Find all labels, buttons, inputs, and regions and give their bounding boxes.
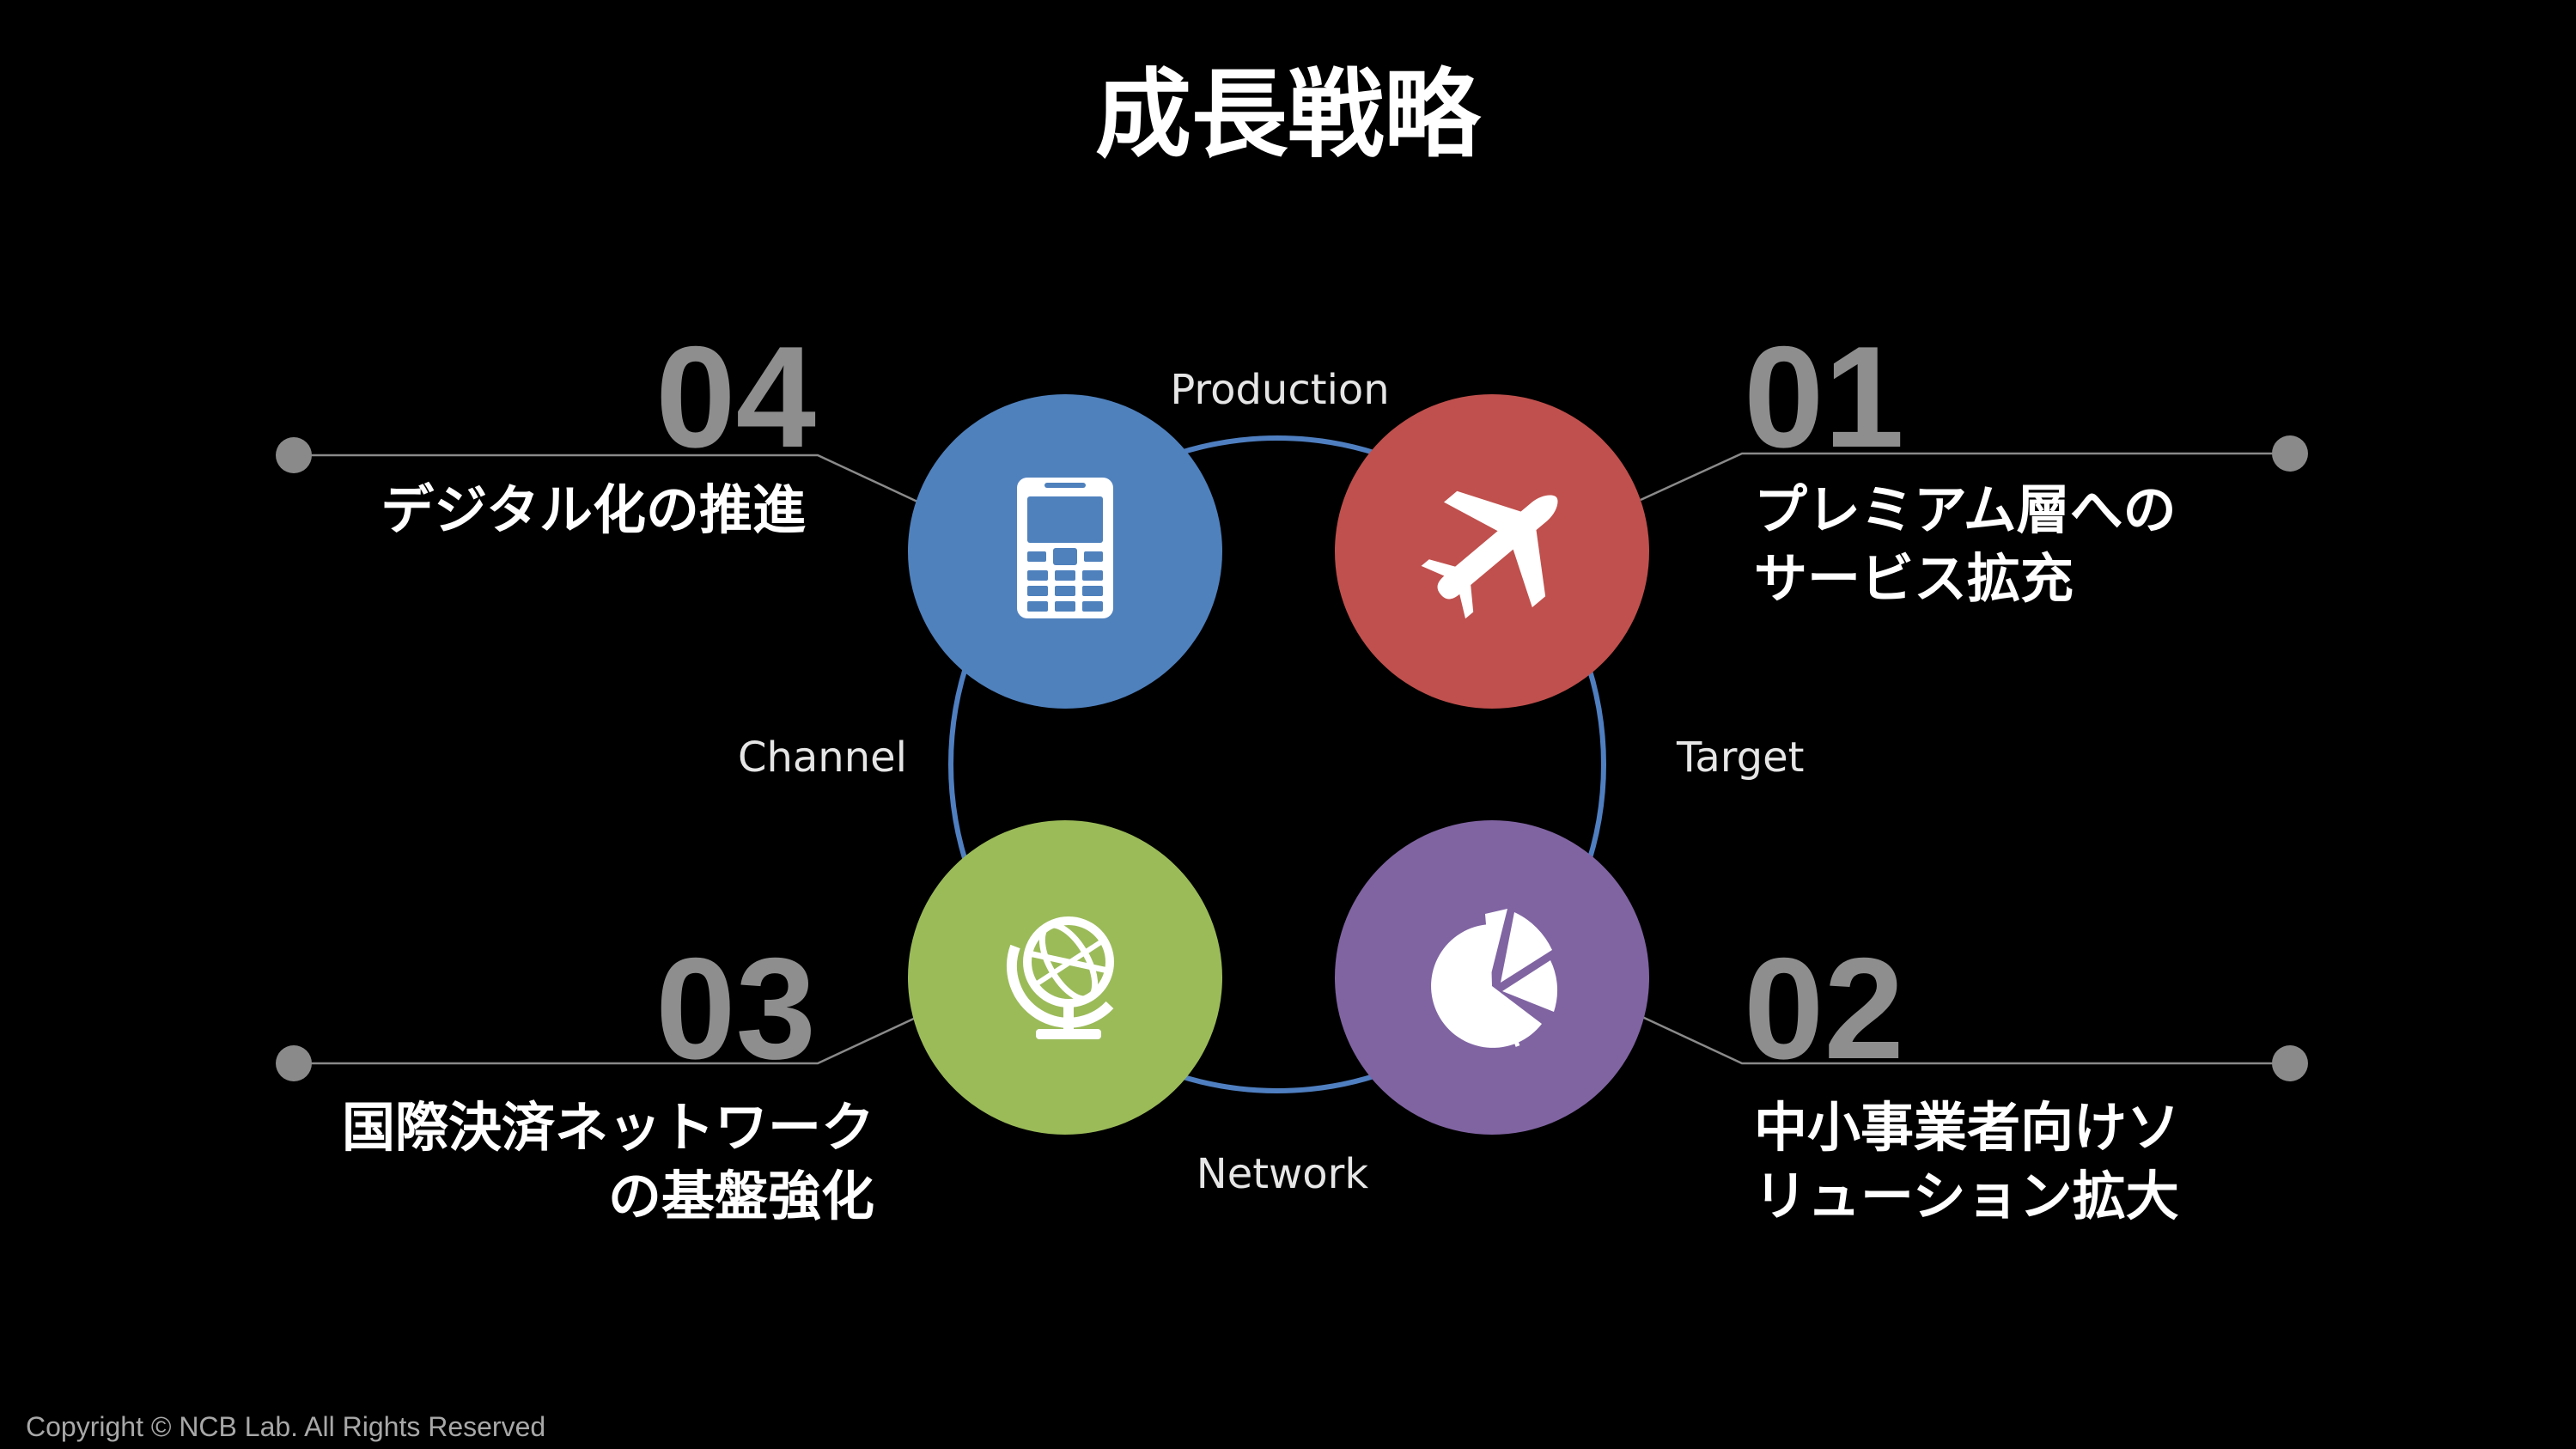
- item-02-circle: [1335, 820, 1649, 1135]
- globe-icon: [1007, 916, 1114, 1039]
- strategy-item-02: 02 中小事業者向けソ リューション拡大: [1335, 820, 2180, 1227]
- mobile-phone-icon: [1017, 478, 1113, 618]
- connector-01-endpoint: [2272, 435, 2308, 472]
- connector-03-endpoint: [276, 1045, 312, 1081]
- item-01-number: 01: [1744, 316, 1904, 478]
- strategy-item-04: 04 デジタル化の推進: [381, 316, 1222, 709]
- connector-01: [1640, 452, 2290, 502]
- copyright-notice: Copyright © NCB Lab. All Rights Reserved: [26, 1411, 545, 1442]
- cycle-label-network: Network: [1197, 1150, 1369, 1198]
- item-01-text-line-2: サービス拡充: [1754, 547, 2074, 610]
- item-03-text-line-2: の基盤強化: [608, 1165, 874, 1227]
- item-02-number: 02: [1744, 928, 1904, 1089]
- strategy-item-03: 03 国際決済ネットワーク の基盤強化: [342, 820, 1222, 1227]
- item-03-number: 03: [655, 928, 816, 1089]
- cycle-label-production: Production: [1170, 366, 1389, 414]
- connectors: [276, 435, 2308, 1081]
- connector-02-endpoint: [2272, 1045, 2308, 1081]
- page-title: 成長戦略: [1095, 59, 1482, 171]
- connector-04: [294, 454, 918, 503]
- connector-03: [294, 1015, 918, 1065]
- item-02-text-line-1: 中小事業者向けソ: [1754, 1096, 2180, 1159]
- pie-chart-icon: [1431, 909, 1558, 1048]
- airplane-icon: [1421, 490, 1558, 619]
- cycle-ring: [948, 435, 1606, 1093]
- item-04-text-line-1: デジタル化の推進: [381, 478, 806, 541]
- item-03-text-line-1: 国際決済ネットワーク: [342, 1096, 874, 1159]
- item-04-number: 04: [655, 316, 816, 478]
- strategy-item-01: 01 プレミアム層への サービス拡充: [1335, 316, 2177, 709]
- item-01-text-line-1: プレミアム層への: [1754, 478, 2177, 541]
- item-03-circle: [908, 820, 1222, 1135]
- connector-04-endpoint: [276, 437, 312, 473]
- item-02-text-line-2: リューション拡大: [1754, 1165, 2179, 1227]
- connector-02: [1641, 1015, 2290, 1065]
- cycle-label-target: Target: [1676, 734, 1805, 782]
- cycle-label-channel: Channel: [738, 734, 907, 782]
